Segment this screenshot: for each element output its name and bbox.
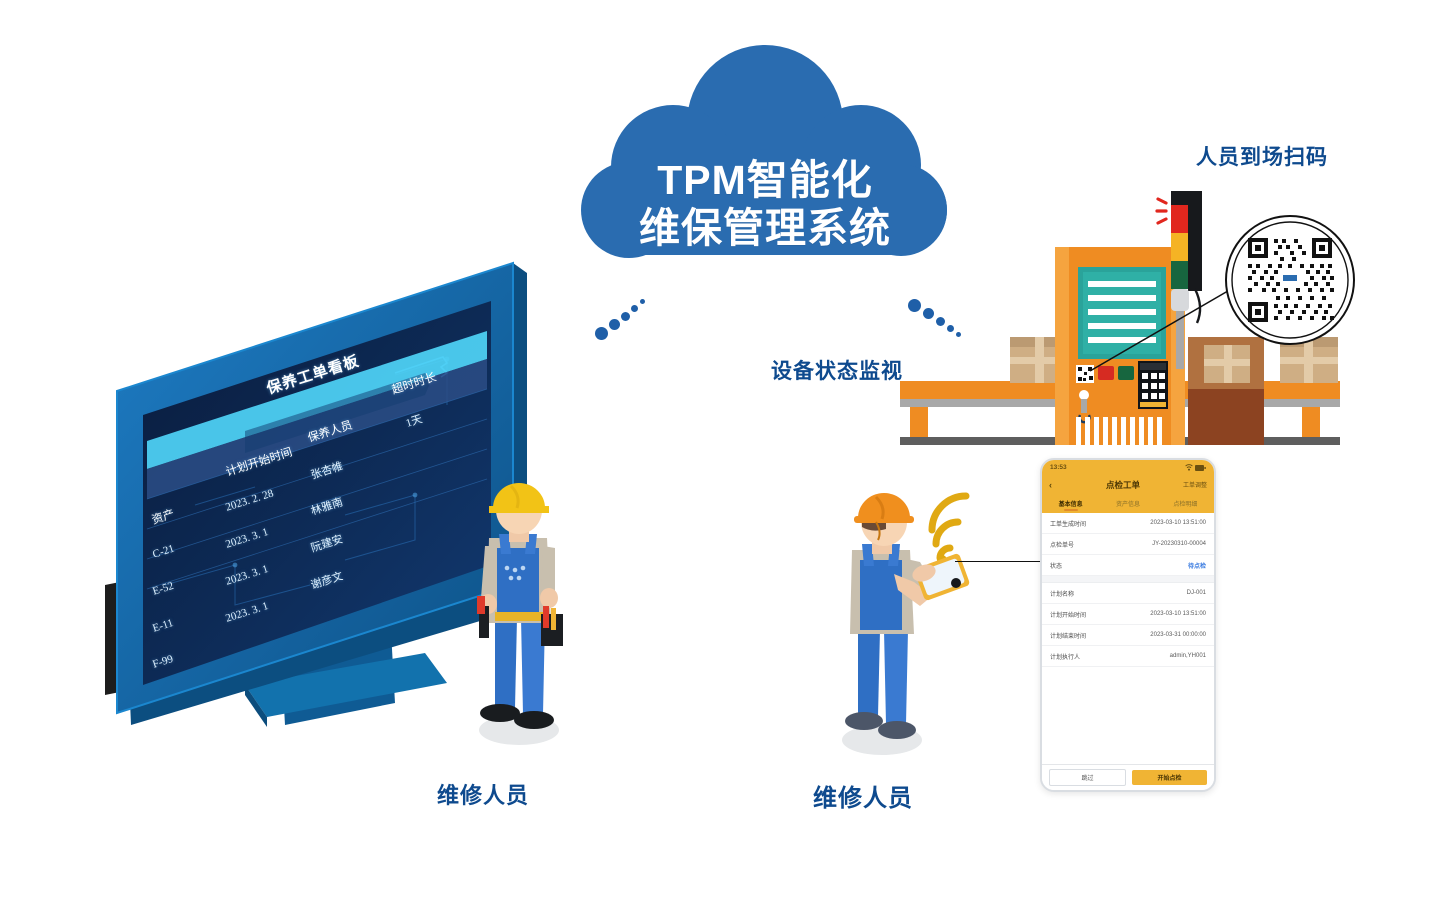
field-value: admin,YH001 bbox=[1169, 653, 1206, 659]
alert-flash-icon bbox=[1155, 197, 1168, 225]
crate bbox=[1188, 337, 1264, 445]
mobile-work-order-screen: 13:53 ‹ 点检工单 工单调整 基本信息 资产信息 点检明细 bbox=[1040, 458, 1216, 792]
worker-right-illustration bbox=[820, 478, 995, 763]
phone-detail-list: 工单生成时间 2023-03-10 13:51:00 点检单号 JY-20230… bbox=[1042, 513, 1214, 731]
keypad-icon bbox=[1138, 361, 1168, 409]
cloud-shape-icon bbox=[581, 45, 947, 258]
qr-scan-magnifier bbox=[1222, 212, 1358, 348]
field-value: JY-20230310-00004 bbox=[1152, 541, 1206, 547]
phone-nav-bar: ‹ 点检工单 工单调整 bbox=[1042, 475, 1214, 494]
list-item: 计划开始时间 2023-03-10 13:51:00 bbox=[1042, 604, 1214, 625]
list-item: 工单生成时间 2023-03-10 13:51:00 bbox=[1042, 513, 1214, 534]
worker-tablet-figure-icon bbox=[842, 492, 970, 755]
label-maintenance-worker-right: 维修人员 bbox=[813, 785, 913, 812]
status-indicators bbox=[1185, 464, 1206, 471]
field-label: 计划执行人 bbox=[1050, 654, 1081, 661]
field-label: 计划名称 bbox=[1050, 591, 1075, 598]
field-label: 计划开始时间 bbox=[1050, 612, 1087, 619]
work-order-adjust-button[interactable]: 工单调整 bbox=[1182, 483, 1207, 489]
skip-button[interactable]: 跳过 bbox=[1049, 769, 1126, 786]
monitor-dashboard: 保养工单看板 资产 计划开始时间 保养人员 超时时长 1天 C-21 E-52 … bbox=[95, 255, 595, 765]
red-button-icon bbox=[1098, 366, 1114, 380]
list-spacer bbox=[1042, 667, 1214, 731]
field-value: 2023-03-31 00:00:00 bbox=[1150, 632, 1206, 638]
green-button-icon bbox=[1118, 366, 1134, 380]
start-inspection-button[interactable]: 开始点检 bbox=[1132, 770, 1207, 785]
label-maintenance-worker-left: 维修人员 bbox=[437, 783, 530, 808]
dot-trail-right bbox=[908, 295, 968, 340]
cloud-title-text: TPM智能化 维保管理系统 bbox=[565, 157, 965, 252]
worker-figure-icon bbox=[477, 483, 563, 745]
phone-page-title: 点检工单 bbox=[1105, 479, 1140, 490]
tab-basic-info[interactable]: 基本信息 bbox=[1042, 494, 1099, 513]
field-label: 点检单号 bbox=[1050, 542, 1075, 549]
tablet-phone-connector-line bbox=[955, 560, 1047, 564]
dot-trail-left bbox=[595, 295, 655, 340]
wifi-icon bbox=[928, 492, 970, 562]
phone-status-bar: 13:53 bbox=[1042, 460, 1214, 475]
label-scan-on-site: 人员到场扫码 bbox=[1196, 146, 1328, 169]
qr-pointer-line bbox=[1089, 276, 1253, 372]
field-label: 工单生成时间 bbox=[1050, 521, 1087, 528]
field-label: 计划结束时间 bbox=[1050, 633, 1087, 640]
qr-code-icon bbox=[1076, 365, 1094, 383]
battery-status-icon bbox=[1195, 464, 1206, 471]
worker-left-illustration bbox=[455, 468, 585, 753]
wifi-status-icon bbox=[1185, 464, 1193, 471]
field-value: 2023-03-10 13:51:00 bbox=[1150, 520, 1206, 526]
title-line-2: 维保管理系统 bbox=[639, 204, 891, 251]
status-badge: 待点检 bbox=[1187, 563, 1206, 570]
machine-illustration bbox=[900, 185, 1340, 450]
production-machine-icon bbox=[900, 191, 1340, 445]
back-icon[interactable]: ‹ bbox=[1049, 479, 1052, 490]
qr-code-circle-icon bbox=[1225, 215, 1355, 345]
signal-tower-icon bbox=[1155, 191, 1202, 369]
field-value: DJ-001 bbox=[1186, 590, 1206, 596]
list-item: 点检单号 JY-20230310-00004 bbox=[1042, 534, 1214, 555]
tab-inspection-detail[interactable]: 点检明细 bbox=[1173, 502, 1198, 508]
status-time: 13:53 bbox=[1050, 464, 1067, 471]
phone-tab-bar: 基本信息 资产信息 点检明细 bbox=[1042, 494, 1214, 513]
field-label: 状态 bbox=[1050, 563, 1063, 570]
section-divider bbox=[1042, 576, 1214, 583]
tab-asset-info[interactable]: 资产信息 bbox=[1115, 502, 1140, 508]
label-equipment-status: 设备状态监视 bbox=[771, 360, 903, 383]
list-item: 计划执行人 admin,YH001 bbox=[1042, 646, 1214, 667]
title-line-1: TPM智能化 bbox=[657, 157, 873, 203]
list-item: 计划名称 DJ-001 bbox=[1042, 583, 1214, 604]
phone-action-bar: 跳过 开始点检 bbox=[1042, 764, 1214, 790]
field-value: 2023-03-10 13:51:00 bbox=[1150, 611, 1206, 617]
list-item: 计划结束时间 2023-03-31 00:00:00 bbox=[1042, 625, 1214, 646]
monitor-illustration bbox=[105, 261, 527, 727]
list-item: 状态 待点检 bbox=[1042, 555, 1214, 576]
cloud-title-badge: TPM智能化 维保管理系统 bbox=[565, 45, 965, 295]
